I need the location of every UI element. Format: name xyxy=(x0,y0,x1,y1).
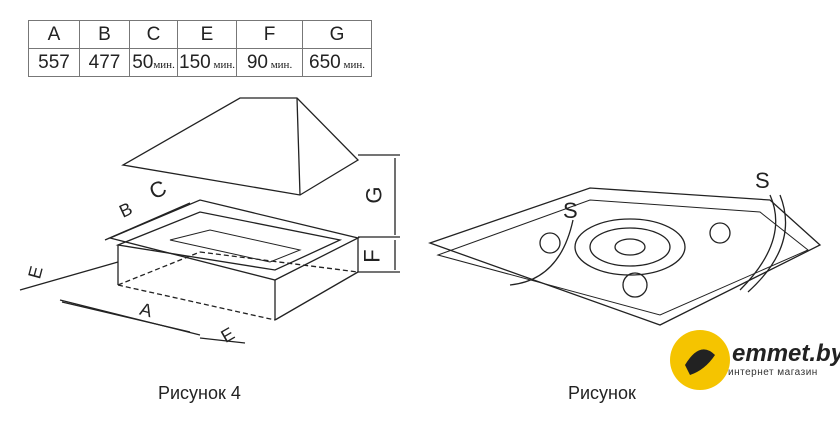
header-cell: A xyxy=(28,20,80,49)
table-value-row: 557 477 50мин. 150 мин. 90 мин. 650 мин. xyxy=(28,48,372,77)
hood-drawing xyxy=(121,97,400,273)
table-header-row: A B C E F G xyxy=(28,20,372,49)
caption-figure-right: Рисунок xyxy=(568,383,636,403)
logo-brand: emmet.by xyxy=(732,340,840,367)
header-cell: B xyxy=(79,20,130,49)
value-cell: 650 мин. xyxy=(302,48,372,77)
value-cell: 477 xyxy=(79,48,130,77)
dim-label-f: F xyxy=(359,249,385,263)
caption-figure-4: Рисунок 4 xyxy=(158,383,241,403)
logo-emblem xyxy=(670,330,730,390)
hob-drawing xyxy=(428,187,822,326)
dim-label-g: G xyxy=(361,186,387,204)
value-cell: 150 мин. xyxy=(177,48,237,77)
value-cell: 50мин. xyxy=(129,48,178,77)
cable-label-s2: S xyxy=(755,168,770,193)
value-cell: 557 xyxy=(28,48,80,77)
logo-tagline: интернет магазин xyxy=(728,367,818,378)
dimensions-table: A B C E F G 557 477 50мин. 150 мин. 90 м… xyxy=(28,20,372,77)
cable-label-s1: S xyxy=(563,198,578,223)
cutout-drawing xyxy=(19,199,360,344)
value-cell: 90 мин. xyxy=(236,48,303,77)
header-cell: E xyxy=(177,20,237,49)
